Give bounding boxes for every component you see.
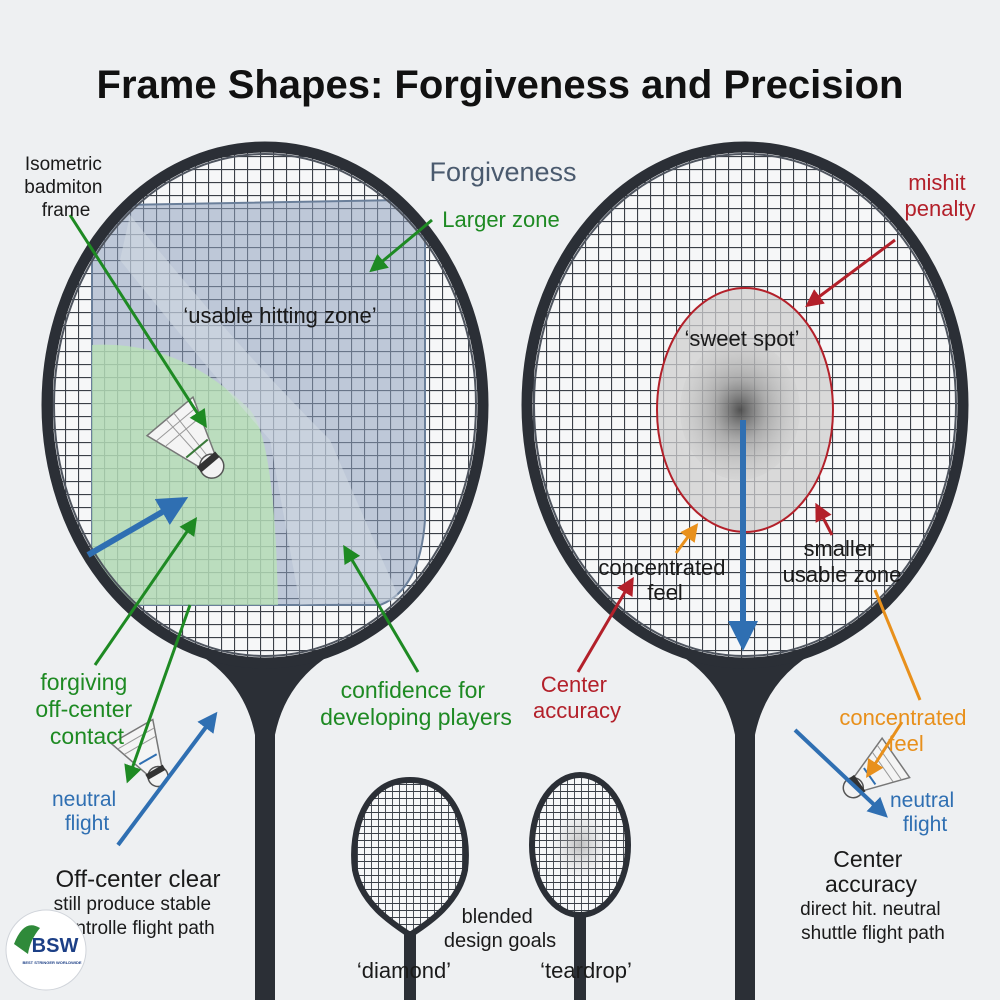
right-racket-throat <box>680 655 810 760</box>
arrow-forgiving-1 <box>93 517 198 666</box>
teardrop-racket <box>529 772 631 1000</box>
arrow-neutral-flight-left <box>116 711 218 847</box>
arrow-concentrated-dark <box>674 523 699 554</box>
arrow-concentrated-orange-2 <box>866 721 904 779</box>
diamond-label: ‘diamond’ <box>357 958 451 983</box>
left-caption-body: still produce stable controlle flight pa… <box>54 894 217 939</box>
neutral-flight-right-label: neutral flight <box>890 789 960 836</box>
off-center-contact-zone <box>92 344 278 605</box>
blended-goals-label: blended design goals <box>444 906 556 952</box>
arrow-impact-left <box>86 496 189 558</box>
arrow-center-accuracy-red <box>576 576 634 673</box>
usable-hitting-zone-label: ‘usable hitting zone’ <box>183 303 376 328</box>
confidence-label: confidence for developing players <box>320 677 512 730</box>
arrow-smaller-zone <box>815 502 834 536</box>
sweet-spot-core <box>680 340 800 480</box>
right-racket-frame <box>521 141 969 669</box>
left-caption-bold: Off-center clear <box>56 866 221 893</box>
left-racket-frame <box>41 141 489 669</box>
frame-label: Isometric badmiton frame <box>24 154 107 221</box>
arrow-confidence <box>343 544 420 673</box>
mishit-penalty-label: mishit penalty <box>905 170 976 221</box>
diamond-racket <box>351 776 469 1000</box>
right-racket <box>521 141 969 1000</box>
bsw-logo: BSW BEST STRINGER WORLDWIDE <box>5 909 87 991</box>
arrow-larger-zone <box>369 218 433 273</box>
forgiveness-heading: Forgiveness <box>429 157 576 187</box>
right-caption-body: direct hit. neutral shuttle flight path <box>800 899 946 944</box>
center-accuracy-red-label: Center accuracy <box>533 672 621 723</box>
shuttlecock-left-bottom <box>109 718 169 788</box>
smaller-zone-label: smaller usable zone <box>783 536 902 587</box>
concentrated-feel-dark-label: concentrated feel <box>598 555 731 605</box>
arrow-forgiving-2 <box>124 604 192 784</box>
arrow-frame-label <box>68 214 207 429</box>
left-racket-throat <box>200 655 330 760</box>
arrow-mishit-penalty <box>805 238 896 308</box>
concentrated-feel-orange-label: concentrated feel <box>839 705 972 756</box>
teardrop-label: ‘teardrop’ <box>540 958 632 983</box>
page-title: Frame Shapes: Forgiveness and Precision <box>97 63 904 107</box>
arrow-concentrated-orange-1 <box>873 589 922 701</box>
logo-subtext: BEST STRINGER WORLDWIDE <box>22 960 81 965</box>
arrow-neutral-flight-right <box>793 728 888 818</box>
larger-zone-label: Larger zone <box>442 207 559 232</box>
logo-text: BSW <box>32 935 79 957</box>
right-caption-bold: Center accuracy <box>825 846 918 897</box>
lighter-zone-band <box>120 215 400 605</box>
sweet-spot-label: ‘sweet spot’ <box>685 326 800 351</box>
forgiving-label: forgiving off-center contact <box>35 669 138 749</box>
arrows <box>68 214 922 847</box>
neutral-flight-left-label: neutral flight <box>52 788 122 835</box>
